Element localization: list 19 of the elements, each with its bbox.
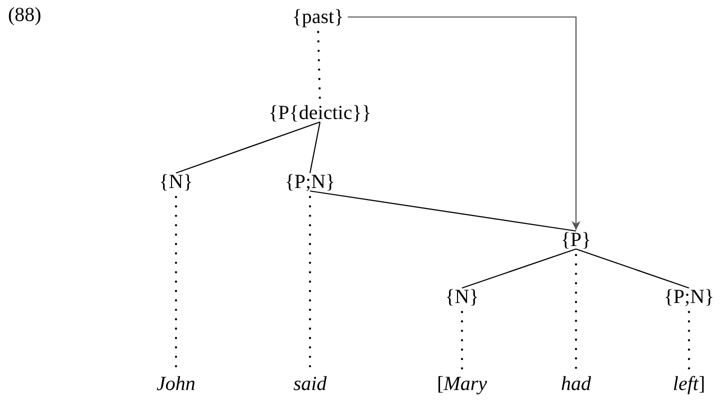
branch-line: [576, 248, 690, 289]
word-label: had: [561, 373, 591, 395]
category-label: {P;N}: [664, 286, 714, 308]
branch-line: [309, 122, 321, 174]
example-number: (88): [8, 4, 42, 27]
category-label: {N}: [445, 286, 479, 308]
word-label: said: [293, 373, 327, 395]
word-label: left]: [672, 373, 706, 395]
branch-line: [462, 248, 576, 289]
category-label: {P}: [560, 229, 592, 251]
category-label: {P{deictic}}: [268, 102, 372, 124]
category-label: {past}: [292, 6, 344, 28]
arrow: [348, 16, 580, 230]
word-label: [Mary: [437, 373, 487, 395]
branch-line: [310, 190, 576, 232]
category-label: {P;N}: [284, 171, 336, 193]
branch-line: [176, 121, 320, 174]
category-label: {N}: [159, 171, 193, 193]
word-label: John: [156, 373, 196, 395]
